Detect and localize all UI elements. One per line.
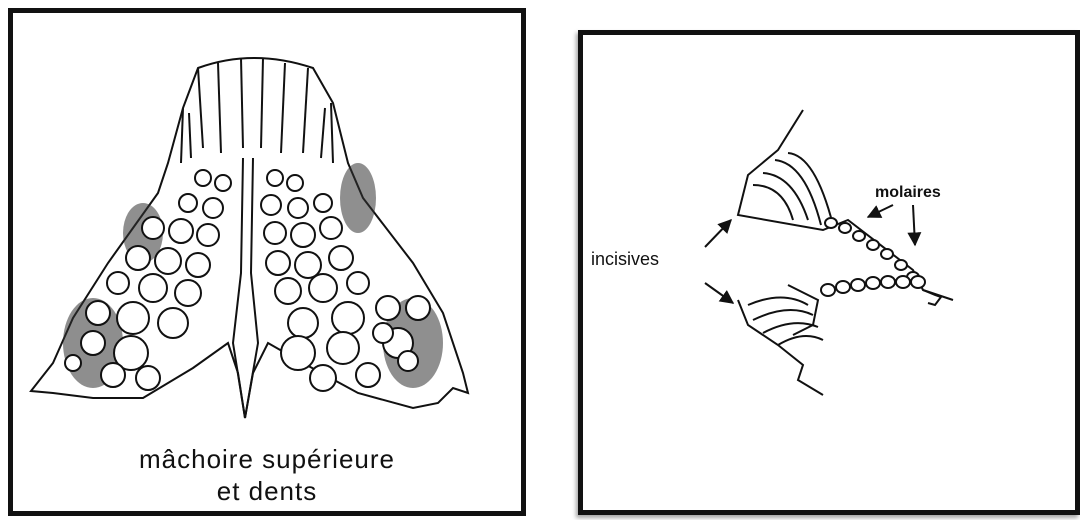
caption-line-1: mâchoire supérieure [13, 443, 521, 475]
upper-jaw-figure: mâchoire supérieure et dents [8, 8, 526, 516]
rodent-jaw-profile-figure: incisives molaires [578, 30, 1080, 515]
lower-molars [821, 276, 925, 296]
jaw-profile-drawing: incisives molaires [583, 35, 1075, 510]
caption-line-2: et dents [13, 475, 521, 507]
upper-jaw-drawing [13, 13, 521, 433]
upper-molars [825, 218, 919, 282]
molaires-label: molaires [875, 184, 941, 201]
lower-incisor-stripes [748, 285, 823, 345]
upper-jaw-outline [738, 110, 953, 300]
incisives-label: incisives [591, 249, 659, 269]
upper-incisor-stripes [753, 153, 833, 225]
